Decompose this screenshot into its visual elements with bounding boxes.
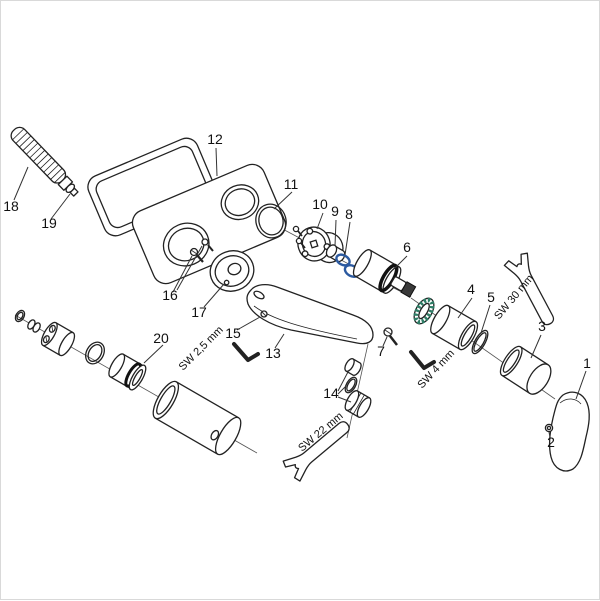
part-19-hose-nipple bbox=[69, 187, 79, 197]
part-label-20: 20 bbox=[153, 330, 169, 346]
part-2-screw bbox=[544, 423, 554, 433]
allen-key-sw4 bbox=[409, 350, 436, 370]
part-label-2: 2 bbox=[547, 434, 555, 450]
part-16-screws bbox=[189, 238, 214, 263]
part-label-4: 4 bbox=[467, 281, 475, 297]
part-5-washer bbox=[471, 329, 489, 355]
part-17-escutcheon bbox=[209, 250, 255, 292]
part-4-connector-sleeve bbox=[430, 304, 479, 351]
green-knurled-ring bbox=[413, 297, 435, 325]
part-label-13: 13 bbox=[265, 345, 281, 361]
part-label-14: 14 bbox=[323, 385, 339, 401]
inner-sleeve bbox=[108, 353, 147, 391]
part-label-17: 17 bbox=[191, 304, 207, 320]
wrench-sw22 bbox=[281, 413, 357, 483]
spout-tube bbox=[152, 380, 242, 456]
part-11-o-ring bbox=[255, 203, 287, 239]
part-number-labels: 1 2 3 4 5 6 7 8 9 10 11 12 13 14 15 16 1… bbox=[3, 131, 591, 450]
part-label-7: 7 bbox=[377, 343, 385, 359]
part-label-8: 8 bbox=[345, 206, 353, 222]
tool-label-sw4: SW 4 mm bbox=[415, 348, 457, 391]
part-14-aerator-stack bbox=[344, 358, 372, 418]
knurl-band bbox=[413, 297, 435, 325]
part-label-10: 10 bbox=[312, 196, 328, 212]
part-label-12: 12 bbox=[207, 131, 223, 147]
part-6-sleeve bbox=[352, 249, 417, 298]
part-label-6: 6 bbox=[403, 239, 411, 255]
tool-label-sw25: SW 2,5 mm bbox=[177, 324, 226, 373]
part-label-18: 18 bbox=[3, 198, 19, 214]
part-13-spout bbox=[246, 283, 374, 345]
part-label-9: 9 bbox=[331, 203, 339, 219]
o-ring bbox=[85, 341, 105, 365]
wall-plate bbox=[131, 163, 287, 285]
check-valve bbox=[40, 321, 76, 357]
part-label-5: 5 bbox=[487, 289, 495, 305]
part-label-11: 11 bbox=[284, 176, 299, 192]
blue-o-ring bbox=[335, 253, 351, 267]
part-7-screw bbox=[383, 327, 398, 346]
part-20-spout-internals bbox=[14, 309, 242, 456]
part-1-lever-handle bbox=[548, 391, 590, 472]
leader-lines bbox=[13, 147, 587, 438]
part-label-16: 16 bbox=[162, 287, 178, 303]
part-label-1: 1 bbox=[583, 355, 591, 371]
part-18-flex-hose bbox=[10, 126, 79, 197]
part-label-19: 19 bbox=[41, 215, 57, 231]
part-3-cover-sleeve bbox=[499, 345, 552, 395]
allen-key-sw25 bbox=[232, 342, 260, 362]
part-label-3: 3 bbox=[538, 318, 546, 334]
part-label-15: 15 bbox=[225, 325, 241, 341]
